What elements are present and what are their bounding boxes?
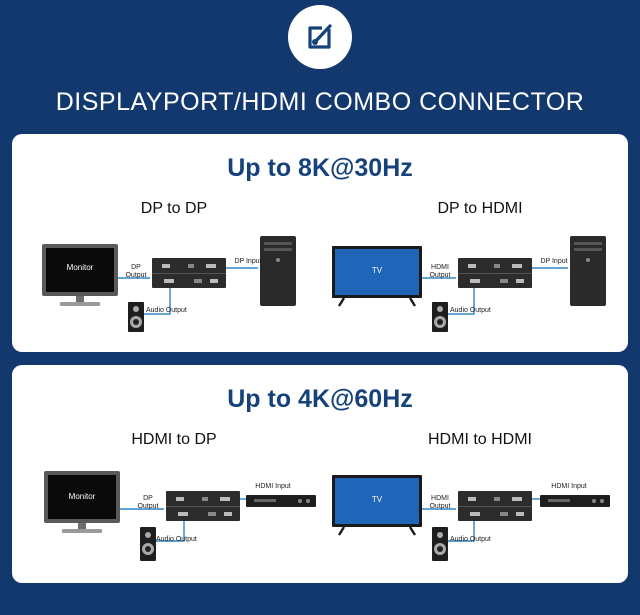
source-port-label: HDMI Input xyxy=(551,483,587,490)
adapter-device-icon xyxy=(166,491,240,521)
adapter-device-icon xyxy=(458,258,532,288)
source-port-label: DP Input xyxy=(234,258,262,265)
tv-icon xyxy=(332,475,422,536)
diagram-title: DP to HDMI xyxy=(437,200,523,217)
diagram-title: HDMI to HDMI xyxy=(428,431,532,448)
connector-edit-icon xyxy=(308,24,332,49)
display-label: Monitor xyxy=(68,492,96,501)
audio-output-label: Audio Output xyxy=(146,307,187,314)
audio-output-label: Audio Output xyxy=(156,536,197,543)
section-title: Up to 4K@60Hz xyxy=(227,385,413,413)
speaker-icon xyxy=(140,527,156,561)
section-card-8k: Up to 8K@30Hz DP to DP DP to HDMI xyxy=(12,134,628,352)
source-port-label: HDMI Input xyxy=(255,483,291,490)
diagram-title: HDMI to DP xyxy=(131,431,217,448)
monitor-icon xyxy=(44,471,120,533)
display-label: Monitor xyxy=(66,263,94,272)
speaker-icon xyxy=(128,302,144,332)
media-player-icon xyxy=(540,495,610,507)
display-label: TV xyxy=(371,495,383,504)
audio-output-label: Audio Output xyxy=(450,536,491,543)
monitor-icon xyxy=(42,244,118,306)
section-card-4k: Up to 4K@60Hz HDMI to DP HDMI to HDMI xyxy=(12,365,628,583)
diagram-title: DP to DP xyxy=(140,200,208,217)
section-title: Up to 8K@30Hz xyxy=(227,154,413,182)
speaker-icon xyxy=(432,302,448,332)
media-player-icon xyxy=(246,495,316,507)
source-port-label: DP Input xyxy=(540,258,568,265)
display-label: TV xyxy=(371,266,383,275)
page-title: DISPLAYPORT/HDMI COMBO CONNECTOR xyxy=(55,88,585,116)
adapter-device-icon xyxy=(152,258,226,288)
pc-tower-icon xyxy=(260,236,296,306)
audio-output-label: Audio Output xyxy=(450,307,491,314)
adapter-device-icon xyxy=(458,491,532,521)
speaker-icon xyxy=(432,527,448,561)
logo-badge xyxy=(288,5,352,69)
pc-tower-icon xyxy=(570,236,606,306)
tv-icon xyxy=(332,246,422,307)
